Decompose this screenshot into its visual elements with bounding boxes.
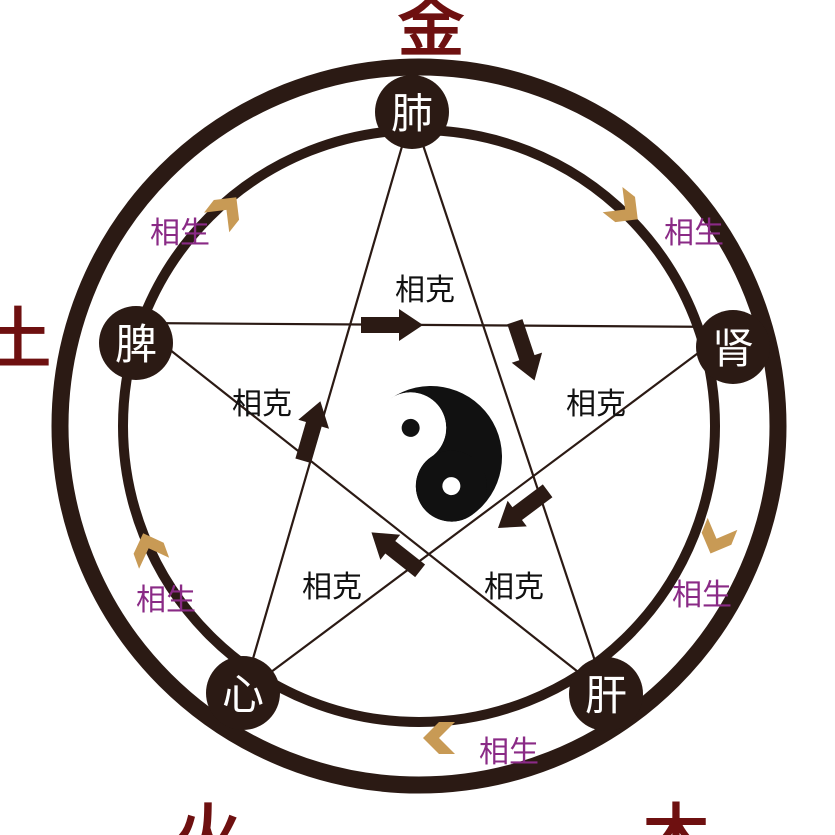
restriction-arrow-liver-spleen <box>371 532 426 578</box>
restriction-arrow-heart-lung <box>295 401 330 463</box>
generation-chevron-kidney-liver <box>701 517 738 554</box>
organ-label-kidney: 肾 <box>712 324 754 373</box>
element-label-wood: 木 <box>643 796 709 835</box>
restriction-label-right: 相克 <box>566 387 626 422</box>
organ-label-spleen: 脾 <box>115 320 157 369</box>
generation-label-bottom: 相生 <box>479 735 539 770</box>
restriction-star <box>135 111 734 695</box>
generation-chevron-heart-spleen <box>133 533 170 569</box>
star-line-kidney-heart <box>242 326 734 694</box>
generation-label-upper-right: 相生 <box>664 216 724 251</box>
generation-label-upper-left: 相生 <box>150 216 210 251</box>
restriction-label-bottom-left: 相克 <box>302 570 362 605</box>
yin-yang-icon <box>360 386 502 528</box>
star-line-lung-heart <box>241 111 414 694</box>
generation-chevron-spleen-lung <box>204 197 240 233</box>
generation-label-lower-left: 相生 <box>136 583 196 618</box>
organ-node-spleen: 脾 <box>99 306 173 380</box>
organ-label-liver: 肝 <box>585 671 627 720</box>
restriction-arrows <box>295 309 553 578</box>
restriction-arrow-kidney-heart <box>497 484 553 528</box>
star-line-spleen-kidney <box>135 321 734 329</box>
organ-node-liver: 肝 <box>569 657 643 731</box>
star-line-lung-liver <box>410 111 608 695</box>
generation-label-lower-right: 相生 <box>672 578 732 613</box>
outer-ring <box>51 58 787 794</box>
restriction-label-top: 相克 <box>395 273 455 308</box>
element-label-earth: 土 <box>0 300 51 378</box>
element-label-fire: 火 <box>175 796 241 835</box>
restriction-arrow-lung-liver <box>507 319 543 381</box>
restriction-arrow-spleen-kidney <box>361 309 423 341</box>
generation-chevron-lung-kidney <box>602 187 638 223</box>
organ-node-kidney: 肾 <box>696 310 770 384</box>
generation-chevron-liver-heart <box>423 722 455 754</box>
organ-node-lung: 肺 <box>375 75 449 149</box>
organ-label-lung: 肺 <box>391 89 433 138</box>
organ-node-heart: 心 <box>206 656 280 730</box>
organ-label-heart: 心 <box>222 670 264 719</box>
generation-arrows <box>133 187 738 754</box>
element-label-metal: 金 <box>397 0 465 66</box>
star-line-spleen-liver <box>135 322 607 695</box>
restriction-label-left: 相克 <box>232 387 292 422</box>
restriction-label-bottom-right: 相克 <box>484 570 544 605</box>
